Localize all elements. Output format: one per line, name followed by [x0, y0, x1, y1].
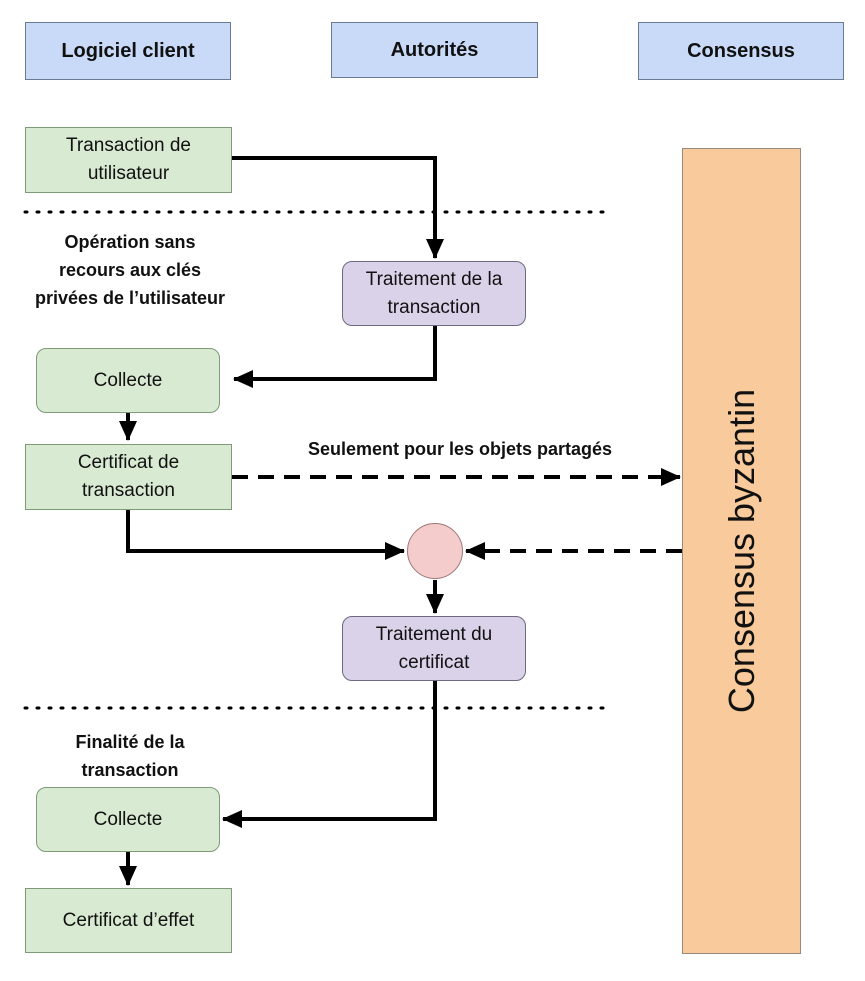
- effects-certificate-box: Certificat d’effet: [25, 888, 232, 953]
- user-transaction-label: Transaction de utilisateur: [66, 135, 191, 184]
- header-client-software: Logiciel client: [25, 22, 231, 80]
- join-node: [407, 523, 463, 579]
- process-certificate-label: Traitement du certificat: [375, 623, 493, 673]
- note-no-private-keys: Opération sans recours aux clés privées …: [34, 232, 226, 308]
- arrow-process-certificate-to-collect: [222, 681, 437, 828]
- header-authorities: Autorités: [331, 22, 538, 78]
- header-consensus: Consensus: [638, 22, 844, 80]
- note-finality: Finalité de la transaction: [75, 732, 185, 780]
- arrow-certificate-to-join: [126, 510, 405, 560]
- collect-box-1: Collecte: [36, 348, 220, 413]
- transaction-certificate-box: Certificat de transaction: [25, 444, 232, 510]
- process-certificate-box: Traitement du certificat: [342, 616, 526, 681]
- collect-label-2: Collecte: [93, 808, 163, 830]
- collect-label-1: Collecte: [93, 369, 163, 391]
- transaction-certificate-label: Certificat de transaction: [77, 452, 180, 501]
- user-transaction-box: Transaction de utilisateur: [25, 127, 232, 193]
- process-transaction-box: Traitement de la transaction: [342, 261, 526, 326]
- byzantine-consensus-bar: Consensus byzantin: [682, 148, 801, 954]
- effects-certificate-label: Certificat d’effet: [62, 909, 195, 931]
- byzantine-consensus-label: Consensus byzantin: [720, 388, 762, 714]
- process-transaction-label: Traitement de la transaction: [365, 268, 503, 318]
- collect-box-2: Collecte: [36, 787, 220, 852]
- note-shared-objects-only: Seulement pour les objets partagés: [307, 439, 613, 459]
- arrow-authorities-to-collect: [233, 326, 437, 388]
- arrow-transaction-to-authorities: [232, 156, 444, 259]
